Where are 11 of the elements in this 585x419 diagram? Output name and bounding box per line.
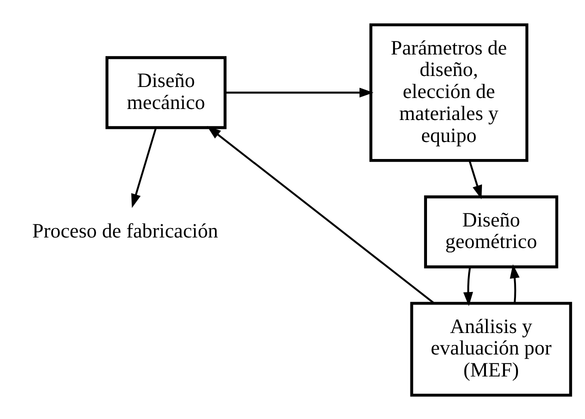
arrow xyxy=(463,266,474,306)
node-box: Diseño mecánico xyxy=(106,56,227,129)
arrow xyxy=(131,127,157,208)
node-box: Análisis y evaluación por (MEF) xyxy=(410,301,572,396)
arrow xyxy=(468,160,482,199)
arrow xyxy=(206,126,435,304)
arrow xyxy=(225,87,374,98)
node-box: Parámetros de diseño, elección de materiales y equipo xyxy=(369,22,528,162)
node-text: Proceso de fabricación xyxy=(32,220,218,242)
node-box: Diseño geométrico xyxy=(424,194,558,268)
arrow xyxy=(510,264,520,303)
